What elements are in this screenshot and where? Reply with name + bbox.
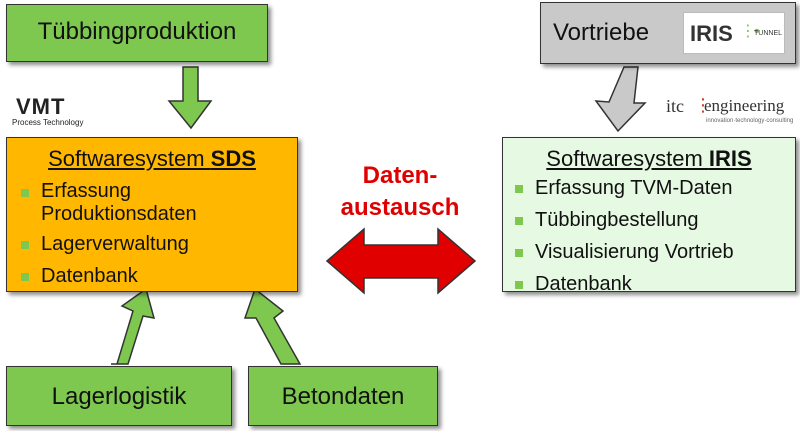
- iris-title-bold: IRIS: [708, 146, 752, 171]
- iris-title: Softwaresystem IRIS: [503, 146, 795, 172]
- itc-logo-sub: innovation·technology·consulting: [706, 118, 794, 124]
- vmt-logo: VMT Process Technology: [6, 92, 110, 130]
- tuebbingproduktion-box: Tübbingproduktion: [6, 4, 268, 62]
- betondaten-label: Betondaten: [281, 383, 405, 410]
- betondaten-box: Betondaten: [248, 366, 438, 426]
- vortriebe-box: Vortriebe IRIS ⋮• TUNNEL: [540, 2, 796, 64]
- itc-logo-word: itc: [666, 96, 684, 116]
- iris-item: Datenbank: [513, 272, 793, 296]
- sds-feature-list: Erfassung Produktionsdaten Lagerverwaltu…: [19, 180, 289, 296]
- iris-logo-word: IRIS: [690, 21, 733, 46]
- iris-item: Tübbingbestellung: [513, 208, 793, 232]
- iris-logo-sub: TUNNEL: [754, 30, 783, 37]
- sds-item: Erfassung Produktionsdaten: [19, 180, 289, 226]
- iris-tunnel-logo: IRIS ⋮• TUNNEL: [683, 12, 785, 54]
- iris-box: Softwaresystem IRIS Erfassung TVM-Daten …: [502, 137, 796, 295]
- itc-logo-dots: ⋮: [694, 95, 712, 115]
- sds-item: Datenbank: [19, 264, 289, 288]
- lagerlogistik-label: Lagerlogistik: [51, 383, 187, 410]
- exchange-double-arrow: [325, 227, 477, 295]
- sds-box: Softwaresystem SDS Erfassung Produktions…: [6, 137, 298, 292]
- lagerlogistik-box: Lagerlogistik: [6, 366, 232, 426]
- arrow-beton-to-sds: [243, 287, 302, 365]
- arrow-vortriebe-to-iris: [594, 66, 647, 133]
- iris-item: Erfassung TVM-Daten: [513, 176, 793, 200]
- iris-feature-list: Erfassung TVM-Daten Tübbingbestellung Vi…: [513, 176, 793, 304]
- exchange-label-line2: austausch: [340, 194, 460, 221]
- sds-item: Lagerverwaltung: [19, 232, 289, 256]
- vmt-logo-word: VMT: [16, 94, 66, 119]
- arrow-tuebbing-to-sds: [167, 66, 213, 130]
- vortriebe-label: Vortriebe: [553, 19, 650, 46]
- itc-engineering-logo: itc ⋮ engineering innovation·technology·…: [666, 92, 798, 130]
- iris-logo-dots: ⋮•: [740, 23, 760, 40]
- iris-title-prefix: Softwaresystem: [546, 146, 709, 171]
- exchange-label-line1: Daten-: [362, 162, 438, 189]
- sds-title-prefix: Softwaresystem: [48, 146, 211, 171]
- tuebbingproduktion-label: Tübbingproduktion: [37, 18, 237, 45]
- iris-item: Visualisierung Vortrieb: [513, 240, 793, 264]
- exchange-label: Daten- austausch: [330, 160, 470, 224]
- sds-title-bold: SDS: [210, 146, 256, 171]
- itc-logo-word2: engineering: [704, 96, 785, 115]
- vmt-logo-sub: Process Technology: [12, 118, 84, 127]
- sds-title: Softwaresystem SDS: [7, 146, 297, 172]
- arrow-lager-to-sds: [111, 287, 156, 365]
